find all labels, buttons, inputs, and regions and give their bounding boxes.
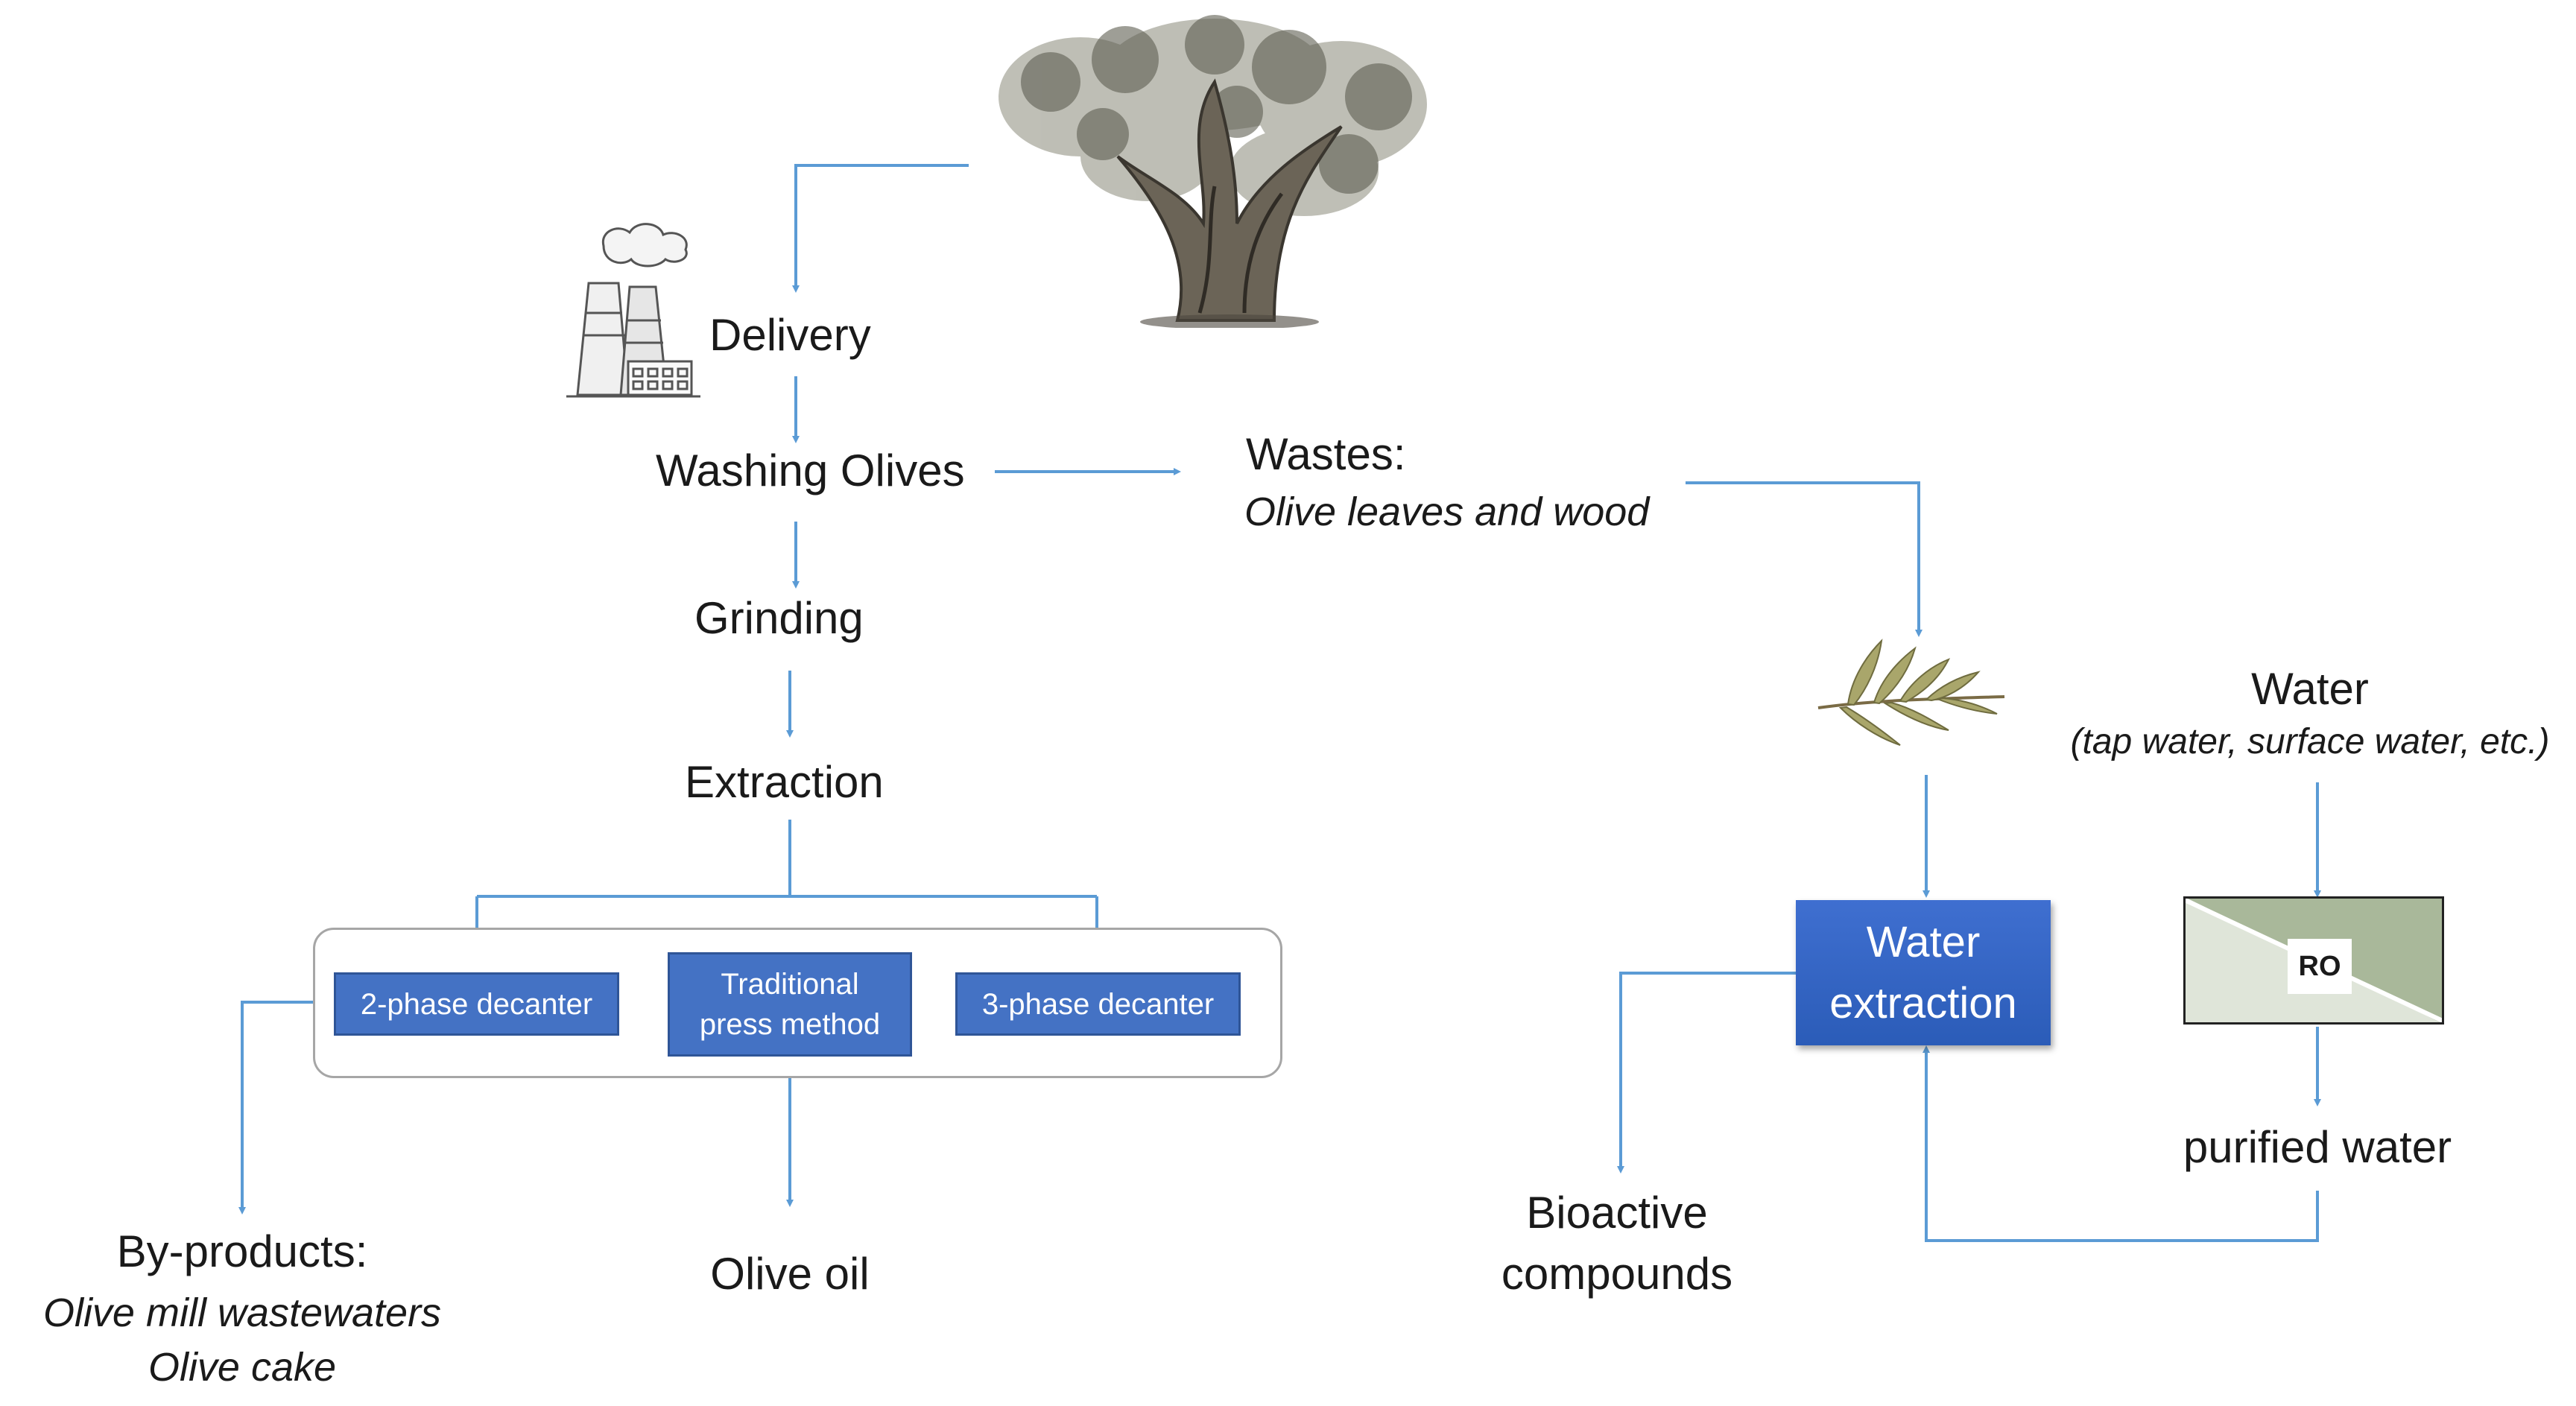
two-phase-decanter-box: 2-phase decanter (334, 972, 619, 1036)
byproducts-title: By-products: (116, 1226, 368, 1276)
byproducts-line2: Olive cake (148, 1345, 337, 1390)
arrow-extraction-split (477, 820, 1097, 898)
water-extraction-line2: extraction (1829, 978, 2017, 1027)
water-title: Water (2251, 664, 2369, 714)
arrow-to-byproducts (238, 1001, 334, 1215)
purified-water-label: purified water (2183, 1122, 2452, 1172)
bioactive-line2: compounds (1501, 1249, 1733, 1299)
washing-olives-label: Washing Olives (656, 446, 965, 495)
bioactive-line1: Bioactive (1526, 1188, 1708, 1238)
three-phase-decanter-box: 3-phase decanter (955, 972, 1241, 1036)
delivery-label: Delivery (709, 310, 871, 360)
two-phase-decanter-label: 2-phase decanter (360, 987, 593, 1021)
olive-tree-icon (999, 15, 1427, 328)
water-subtitle: (tap water, surface water, etc.) (2070, 722, 2550, 761)
three-phase-decanter-label: 3-phase decanter (981, 987, 1215, 1021)
olive-branch-icon (1817, 639, 2005, 746)
extraction-label: Extraction (685, 757, 884, 807)
traditional-press-label-line1: Traditional (721, 968, 859, 1001)
wastes-subtitle: Olive leaves and wood (1244, 490, 1650, 534)
traditional-press-box: Traditional press method (668, 952, 912, 1057)
ro-label: RO (2298, 950, 2341, 982)
arrow-purified-to-extraction (1922, 1045, 2319, 1242)
wastes-title: Wastes: (1246, 429, 1406, 479)
water-extraction-line1: Water (1866, 918, 1981, 967)
byproducts-line1: Olive mill wastewaters (42, 1291, 442, 1335)
arrow-tree-to-delivery (792, 164, 969, 293)
olive-oil-label: Olive oil (710, 1249, 870, 1299)
traditional-press-label-line2: press method (699, 1008, 881, 1041)
ro-label-box: RO (2288, 939, 2352, 994)
arrow-wastes-to-leaves (1686, 481, 1922, 637)
water-extraction-box: Water extraction (1796, 900, 2051, 1045)
grinding-label: Grinding (694, 593, 864, 643)
factory-icon (566, 223, 700, 398)
arrow-extraction-to-bioactive (1617, 972, 1796, 1174)
